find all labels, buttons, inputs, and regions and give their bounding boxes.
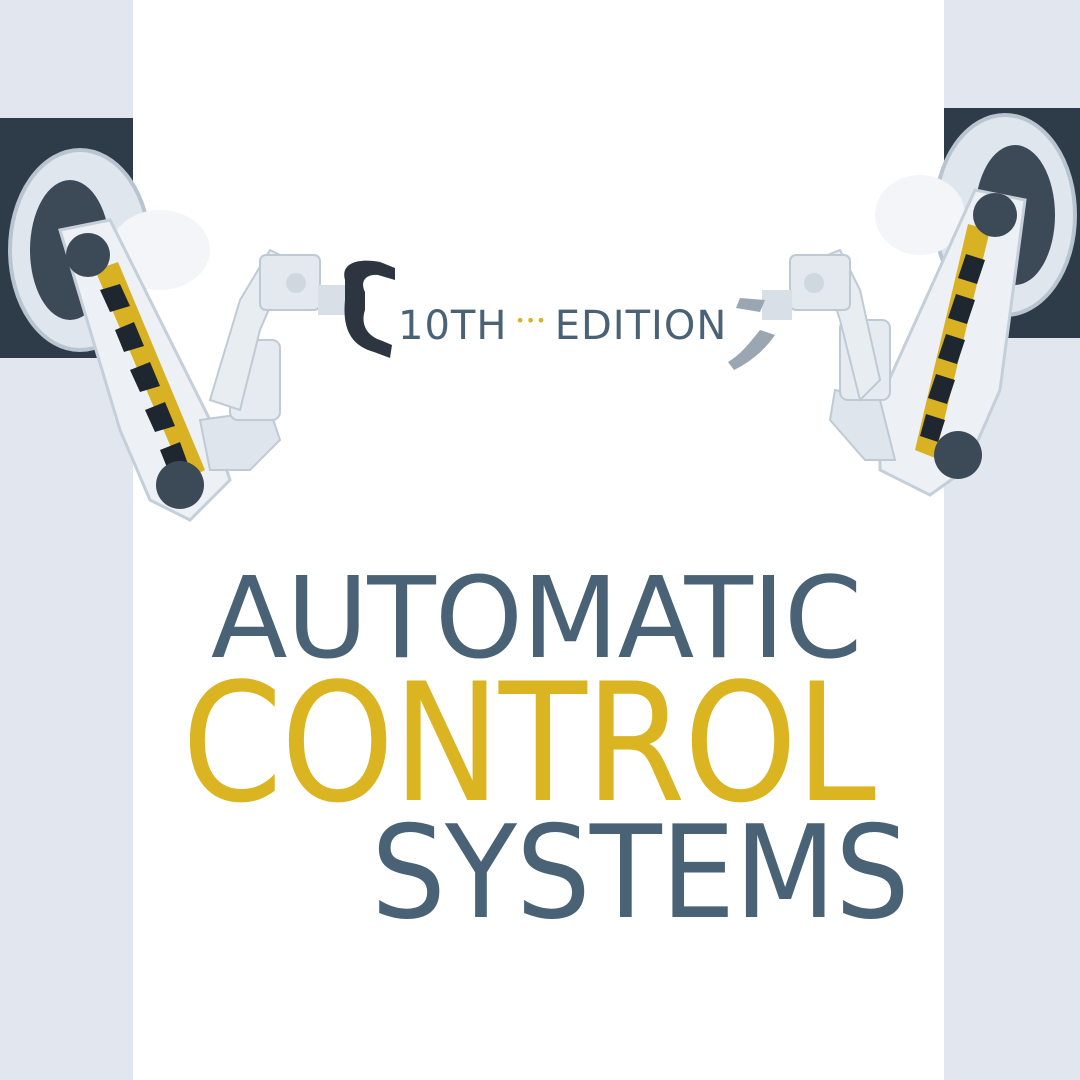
title-line-control: CONTROL bbox=[181, 648, 876, 839]
title-line-systems: SYSTEMS bbox=[371, 799, 910, 948]
cover-page bbox=[133, 0, 944, 1080]
edition-label: 10TH ••• EDITION bbox=[398, 296, 727, 356]
edition-separator-dots: ••• bbox=[515, 310, 547, 330]
title-line-automatic: AUTOMATIC bbox=[210, 554, 862, 684]
left-robot-arm-icon bbox=[8, 148, 395, 522]
edition-number: 10TH bbox=[398, 303, 508, 349]
edition-word: EDITION bbox=[554, 303, 728, 349]
right-robot-arm-icon bbox=[728, 113, 1077, 497]
